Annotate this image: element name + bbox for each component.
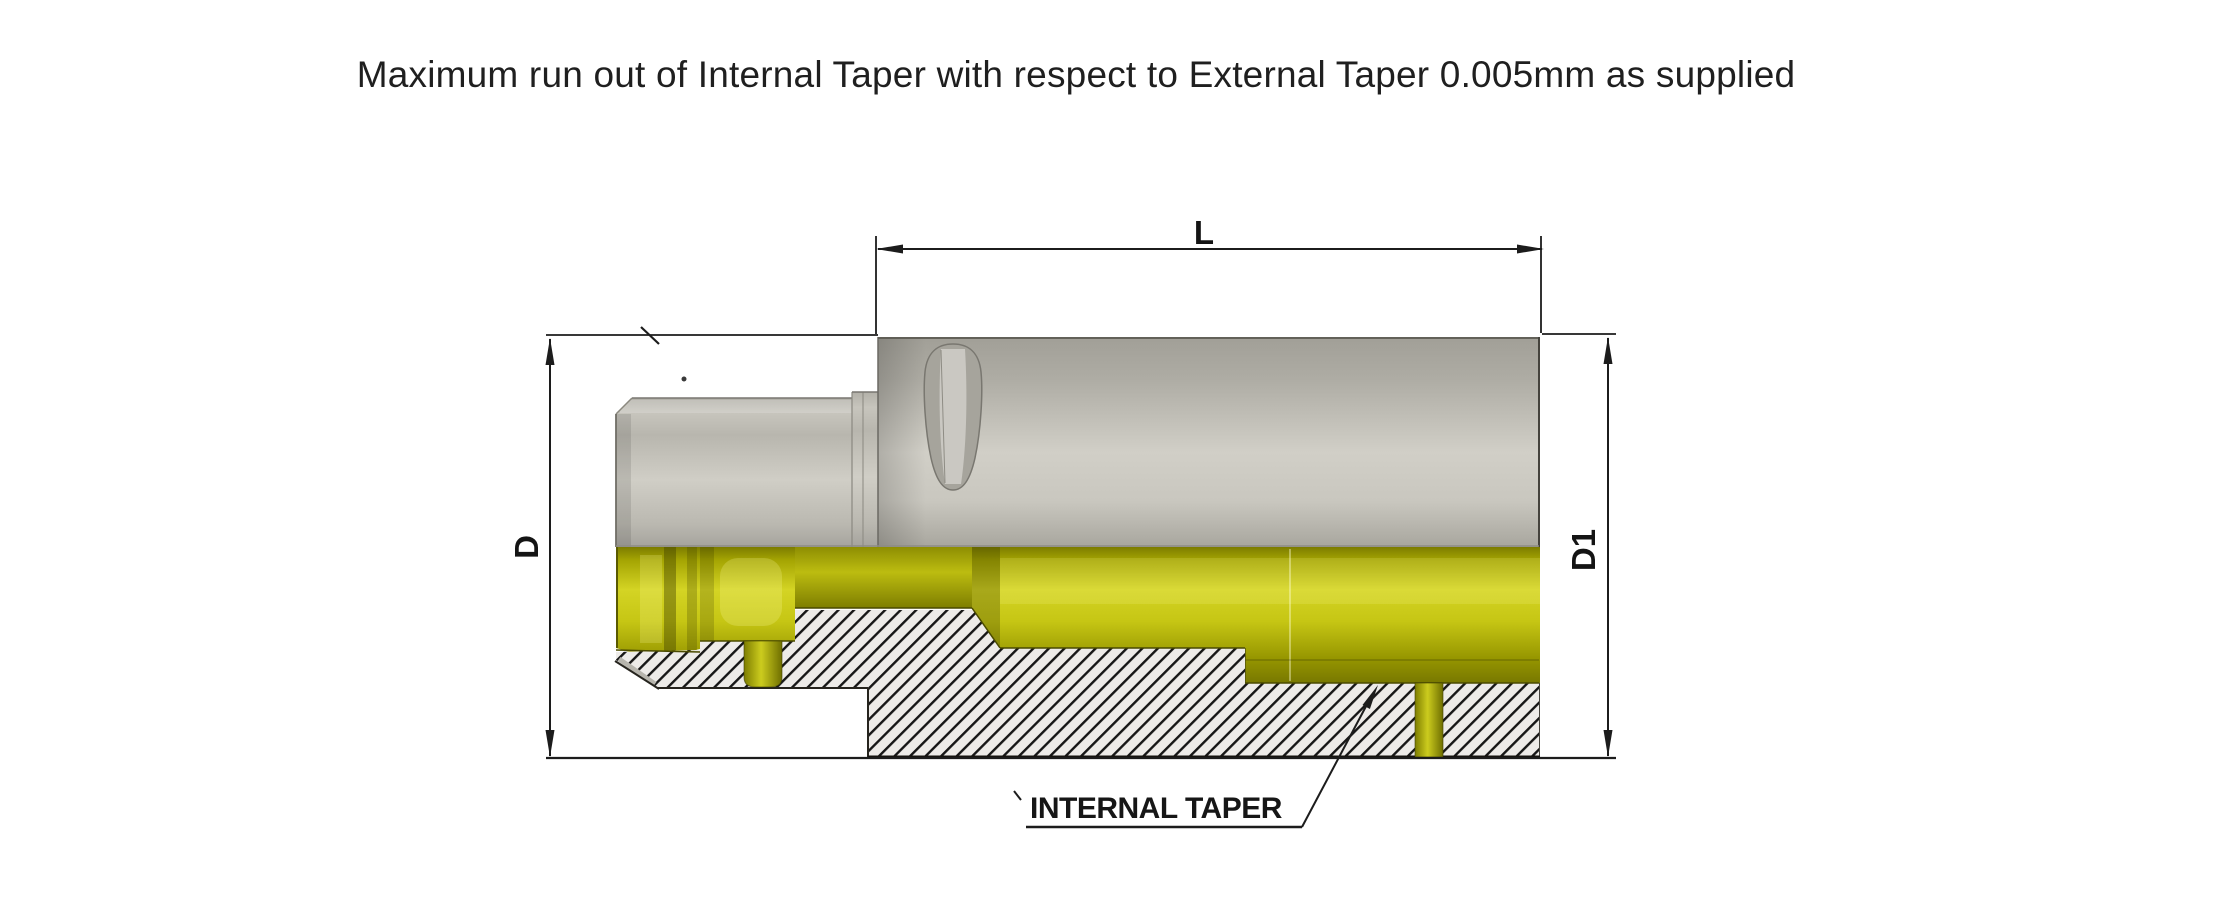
internal-taper-bore-large — [1245, 547, 1540, 683]
bore-wide-left — [700, 547, 795, 641]
arrowhead-down — [1603, 730, 1613, 757]
clamp-pin-left — [743, 640, 783, 688]
arrowhead-up — [545, 338, 555, 365]
big-cylinder — [878, 337, 1540, 547]
leader-arrowhead — [1362, 685, 1378, 709]
arrowhead-left — [876, 244, 903, 254]
collet-pocket — [616, 547, 700, 656]
internal-taper-label: INTERNAL TAPER — [1030, 792, 1282, 825]
hatch-under-land — [795, 610, 972, 757]
d-dimension — [545, 326, 1616, 760]
arrowhead-right — [1517, 244, 1544, 254]
keyway-slot — [923, 343, 983, 491]
bore-land — [795, 547, 972, 608]
l-dimension — [875, 236, 1544, 334]
clamp-pin-right — [1414, 682, 1444, 758]
dimension-d-label: D — [508, 535, 545, 559]
bore-taper-chamfer — [972, 547, 1000, 648]
arrowhead-down — [545, 730, 555, 757]
spindle-nose — [616, 398, 852, 547]
dimension-l-label: L — [1193, 214, 1215, 251]
extension-tick — [640, 326, 660, 345]
drawing-title: Maximum run out of Internal Taper with r… — [356, 54, 1796, 95]
dimension-d1-label: D1 — [1565, 528, 1602, 572]
hatch-right-block — [972, 608, 1539, 757]
d1-dimension — [1542, 333, 1616, 757]
bore-section-yellow — [616, 547, 1540, 683]
internal-taper-leader — [1013, 685, 1378, 829]
nose-collar — [852, 392, 878, 547]
internal-taper-bore — [1000, 547, 1245, 648]
arrowhead-up — [1603, 337, 1613, 364]
